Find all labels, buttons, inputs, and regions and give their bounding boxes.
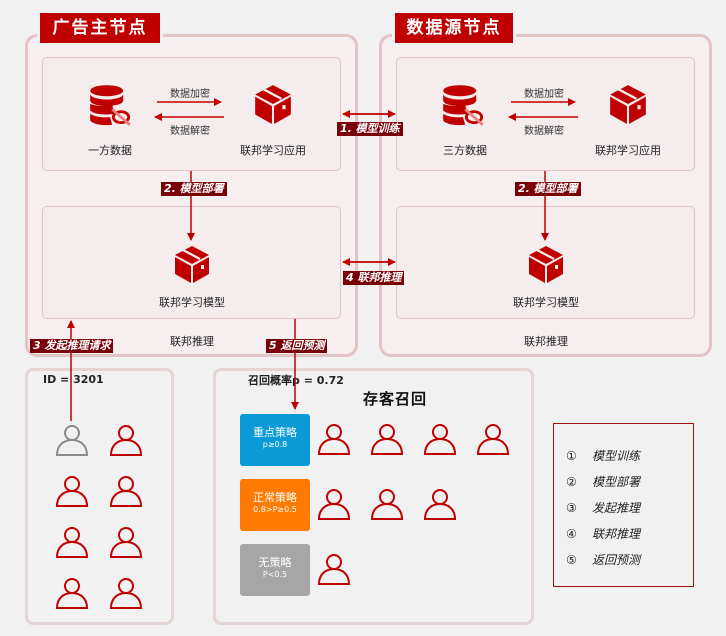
advertiser-fl-model-label: 联邦学习模型	[159, 296, 225, 309]
legend-step-label: 模型训练	[592, 449, 641, 463]
recalled-user-icon	[370, 487, 404, 521]
legend-item: ③ 发起推理	[566, 495, 693, 521]
strategy-name: 无策略	[258, 556, 292, 569]
recalled-user-icon	[317, 552, 351, 586]
legend-list: ① 模型训练 ② 模型部署 ③ 发起推理 ④ 联邦推理 ⑤ 返回预测	[566, 443, 693, 573]
advertiser-fl-app-label: 联邦学习应用	[240, 144, 306, 157]
recalled-user-icon	[370, 422, 404, 456]
recalled-user-icon	[423, 422, 457, 456]
step-1-train-label: 1. 模型训练	[337, 122, 403, 136]
datasource-decrypt-label: 数据解密	[524, 126, 564, 137]
third-party-data-label: 三方数据	[443, 144, 487, 157]
legend-item: ④ 联邦推理	[566, 521, 693, 547]
step-3-request-label: 3 发起推理请求	[30, 339, 114, 353]
user-icon	[109, 576, 143, 610]
datasource-fl-app-icon	[607, 83, 649, 125]
user-icon	[55, 474, 89, 508]
legend-item: ② 模型部署	[566, 469, 693, 495]
strategy-name: 重点策略	[253, 426, 297, 439]
step-4-federated-label: 4 联邦推理	[343, 271, 405, 285]
third-party-database-icon	[441, 83, 485, 127]
user-icon	[109, 525, 143, 559]
advertiser-decrypt-label: 数据解密	[170, 126, 210, 137]
legend-step-number: ②	[566, 475, 577, 489]
advertiser-node-title: 广告主节点	[37, 10, 163, 46]
step-5-return-label: 5 返回预测	[266, 339, 328, 353]
advertiser-inference-label: 联邦推理	[170, 335, 214, 348]
selected-user-icon	[55, 423, 89, 457]
advertiser-encrypt-label: 数据加密	[170, 89, 210, 100]
advertiser-fl-app-icon	[252, 83, 294, 125]
legend-step-number: ④	[566, 527, 577, 541]
legend-step-number: ③	[566, 501, 577, 515]
legend-step-number: ⑤	[566, 553, 577, 567]
recalled-user-icon	[317, 422, 351, 456]
user-panel	[25, 368, 174, 625]
user-id-label: ID = 3201	[43, 373, 104, 386]
step-2-deploy-right-label: 2. 模型部署	[515, 182, 581, 196]
datasource-inference-label: 联邦推理	[524, 335, 568, 348]
recalled-user-icon	[423, 487, 457, 521]
advertiser-app-box	[42, 57, 341, 171]
recalled-user-icon	[317, 487, 351, 521]
legend-step-label: 发起推理	[592, 501, 641, 515]
legend-item: ⑤ 返回预测	[566, 547, 693, 573]
strategy-condition: P<0.5	[262, 570, 288, 579]
user-icon	[55, 525, 89, 559]
step-2-deploy-left-label: 2. 模型部署	[161, 182, 227, 196]
legend-item: ① 模型训练	[566, 443, 693, 469]
user-icon	[55, 576, 89, 610]
datasource-encrypt-label: 数据加密	[524, 89, 564, 100]
legend-step-label: 联邦推理	[592, 527, 641, 541]
step-legend: ① 模型训练 ② 模型部署 ③ 发起推理 ④ 联邦推理 ⑤ 返回预测	[553, 423, 694, 587]
strategy-name: 正常策略	[253, 491, 297, 504]
legend-step-label: 返回预测	[592, 553, 641, 567]
datasource-fl-model-label: 联邦学习模型	[513, 296, 579, 309]
datasource-node-title: 数据源节点	[392, 10, 516, 46]
advertiser-fl-model-icon	[172, 244, 212, 284]
legend-step-number: ①	[566, 449, 577, 463]
user-icon	[109, 423, 143, 457]
datasource-fl-model-icon	[526, 244, 566, 284]
recalled-user-icon	[476, 422, 510, 456]
recall-panel-title: 存客召回	[362, 390, 427, 408]
first-party-data-label: 一方数据	[88, 144, 132, 157]
user-icon	[109, 474, 143, 508]
legend-step-label: 模型部署	[592, 475, 641, 489]
datasource-fl-app-label: 联邦学习应用	[595, 144, 661, 157]
recall-probability-label: 召回概率p = 0.72	[248, 374, 344, 387]
first-party-database-icon	[88, 83, 132, 127]
strategy-condition: p≥0.8	[262, 440, 288, 449]
strategy-condition: 0.8>P≥0.5	[253, 505, 297, 514]
